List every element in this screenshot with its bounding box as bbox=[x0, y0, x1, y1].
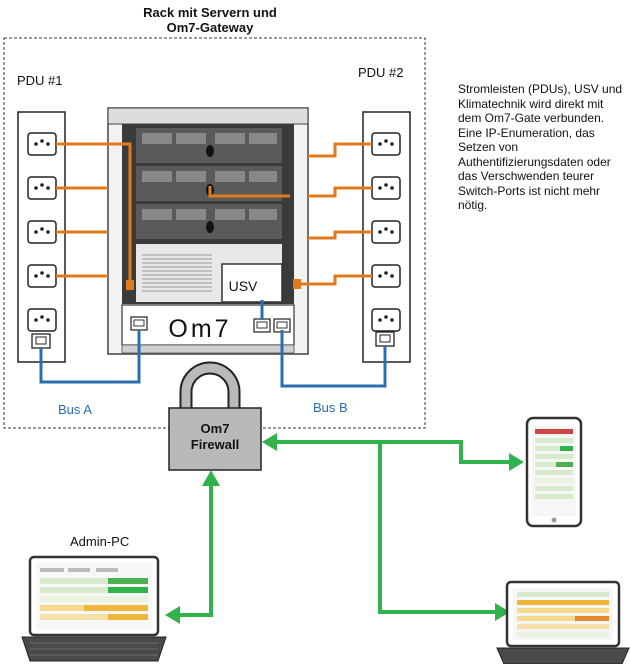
power-outlet-icon bbox=[371, 264, 401, 288]
power-outlet-icon bbox=[27, 132, 57, 156]
bus-b-label: Bus B bbox=[313, 400, 348, 415]
usv-box bbox=[221, 263, 283, 303]
firewall-label-line1: Om7 bbox=[201, 421, 230, 436]
bus-a-label: Bus A bbox=[58, 402, 92, 417]
om7-logo-text: Om7 bbox=[168, 315, 231, 343]
arrowheads bbox=[165, 433, 524, 624]
vent-grille bbox=[142, 254, 212, 292]
description-text: Stromleisten (PDUs), USV und Klimatechni… bbox=[458, 82, 623, 212]
power-cables-right bbox=[300, 142, 372, 286]
firewall-label-line2: Firewall bbox=[191, 437, 239, 452]
network-port-icon bbox=[130, 316, 148, 331]
power-plug bbox=[126, 280, 134, 290]
rack-title-line1: Rack mit Servern und bbox=[143, 5, 277, 20]
power-outlet-icon bbox=[371, 176, 401, 200]
power-outlet-icon bbox=[27, 176, 57, 200]
server-rack bbox=[107, 107, 309, 355]
pdu-1-label: PDU #1 bbox=[17, 73, 63, 88]
rack-title-line2: Om7-Gateway bbox=[167, 20, 254, 35]
server-unit bbox=[136, 128, 282, 163]
pdu-2 bbox=[362, 111, 411, 363]
admin-pc-label: Admin-PC bbox=[70, 534, 129, 549]
server-unit bbox=[136, 204, 282, 239]
network-port-icon bbox=[31, 333, 51, 349]
laptop-icon bbox=[496, 580, 630, 664]
bus-cables bbox=[39, 300, 387, 388]
power-outlet-icon bbox=[371, 308, 401, 332]
pdu-1 bbox=[17, 111, 66, 363]
pdu-2-label: PDU #2 bbox=[358, 65, 404, 80]
om7-firewall bbox=[168, 361, 262, 471]
smartphone-icon bbox=[525, 416, 583, 528]
power-outlet-icon bbox=[371, 132, 401, 156]
power-plug bbox=[293, 279, 301, 289]
network-links bbox=[178, 440, 512, 617]
network-port-icon bbox=[375, 331, 395, 347]
power-outlet-icon bbox=[371, 220, 401, 244]
power-cables-left bbox=[56, 142, 132, 282]
power-outlet-icon bbox=[27, 220, 57, 244]
network-port-icon bbox=[253, 318, 271, 333]
power-outlet-icon bbox=[27, 308, 57, 332]
usv-label: USV bbox=[229, 278, 258, 294]
power-cable-center bbox=[208, 186, 290, 198]
power-outlet-icon bbox=[27, 264, 57, 288]
admin-pc-laptop-icon bbox=[21, 555, 167, 662]
